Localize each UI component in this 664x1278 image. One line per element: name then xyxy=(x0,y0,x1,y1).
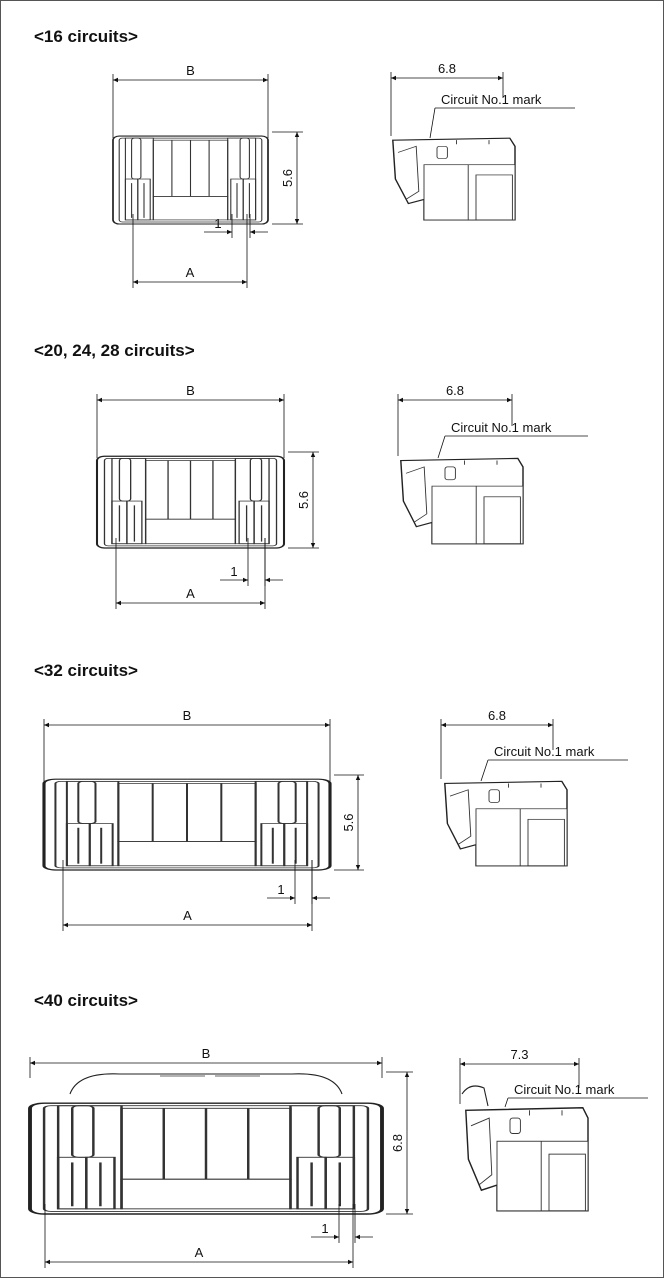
dimension-arrowhead xyxy=(507,397,512,403)
leader-line xyxy=(480,759,489,782)
dimension-a-label: A xyxy=(183,908,192,923)
dimension-arrowhead xyxy=(30,1060,35,1066)
dimension-arrowhead xyxy=(63,922,68,928)
dimension-arrowhead xyxy=(391,75,396,81)
dimension-arrowhead xyxy=(377,1060,382,1066)
side-view xyxy=(444,780,568,867)
section-title: <16 circuits> xyxy=(34,27,138,46)
leader-line xyxy=(437,435,446,459)
dimension-arrowhead xyxy=(310,452,316,457)
dimension-arrowhead xyxy=(227,229,232,235)
side-view xyxy=(400,457,524,545)
dimension-arrowhead xyxy=(265,577,270,583)
dimension-height-label: 5.6 xyxy=(280,169,295,187)
side-view xyxy=(465,1107,589,1212)
dimension-arrowhead xyxy=(355,865,361,870)
dimension-arrowhead xyxy=(355,1234,360,1240)
dimension-side-width-label: 6.8 xyxy=(438,61,456,76)
dimension-arrowhead xyxy=(348,1259,353,1265)
circuit-no1-mark-label: Circuit No.1 mark xyxy=(441,92,542,107)
dimension-b-label: B xyxy=(202,1046,211,1061)
dimension-arrowhead xyxy=(116,600,121,606)
dimension-arrowhead xyxy=(133,279,138,285)
dimension-a-label: A xyxy=(186,265,195,280)
dimension-arrowhead xyxy=(250,229,255,235)
section-title: <32 circuits> xyxy=(34,661,138,680)
dimension-pitch-label: 1 xyxy=(277,882,284,897)
dimension-arrowhead xyxy=(290,895,295,901)
leader-line xyxy=(429,107,436,139)
dimension-arrowhead xyxy=(242,279,247,285)
dimension-arrowhead xyxy=(310,543,316,548)
dimension-arrowhead xyxy=(398,397,403,403)
dimension-arrowhead xyxy=(97,397,102,403)
front-view xyxy=(42,777,332,872)
dimension-arrowhead xyxy=(263,77,268,83)
section-title: <20, 24, 28 circuits> xyxy=(34,341,195,360)
dimension-arrowhead xyxy=(404,1072,410,1077)
dimension-pitch-label: 1 xyxy=(321,1221,328,1236)
dimension-arrowhead xyxy=(243,577,248,583)
dimension-b-label: B xyxy=(186,383,195,398)
dimension-side-width-label: 6.8 xyxy=(446,383,464,398)
side-view xyxy=(392,137,516,221)
dimension-arrowhead xyxy=(294,219,300,224)
dimension-arrowhead xyxy=(498,75,503,81)
dimension-arrowhead xyxy=(260,600,265,606)
dimension-pitch-label: 1 xyxy=(230,564,237,579)
dimension-height-label: 5.6 xyxy=(296,491,311,509)
dimension-arrowhead xyxy=(574,1061,579,1067)
dimension-a-label: A xyxy=(186,586,195,601)
dimension-arrowhead xyxy=(325,722,330,728)
dimension-height-label: 5.6 xyxy=(341,813,356,831)
top-cover xyxy=(69,1073,343,1095)
dimension-side-width-label: 7.3 xyxy=(510,1047,528,1062)
front-view xyxy=(95,455,286,550)
front-view xyxy=(28,1101,384,1216)
front-view xyxy=(112,135,269,225)
section-title: <40 circuits> xyxy=(34,991,138,1010)
dimension-arrowhead xyxy=(404,1209,410,1214)
dimension-arrowhead xyxy=(312,895,317,901)
dimension-b-label: B xyxy=(183,708,192,723)
dimension-arrowhead xyxy=(334,1234,339,1240)
dimension-arrowhead xyxy=(548,722,553,728)
circuit-no1-mark-label: Circuit No.1 mark xyxy=(451,420,552,435)
dimension-b-label: B xyxy=(186,63,195,78)
leader-line xyxy=(504,1097,509,1108)
dimension-arrowhead xyxy=(279,397,284,403)
dimension-arrowhead xyxy=(113,77,118,83)
dimension-pitch-label: 1 xyxy=(214,216,221,231)
side-cover xyxy=(461,1085,489,1107)
dimension-a-label: A xyxy=(195,1245,204,1260)
dimension-arrowhead xyxy=(460,1061,465,1067)
circuit-no1-mark-label: Circuit No.1 mark xyxy=(494,744,595,759)
dimension-arrowhead xyxy=(441,722,446,728)
dimension-height-label: 6.8 xyxy=(390,1134,405,1152)
dimension-arrowhead xyxy=(307,922,312,928)
circuit-no1-mark-label: Circuit No.1 mark xyxy=(514,1082,615,1097)
dimension-arrowhead xyxy=(45,1259,50,1265)
dimension-arrowhead xyxy=(44,722,49,728)
dimension-arrowhead xyxy=(355,775,361,780)
dimension-side-width-label: 6.8 xyxy=(488,708,506,723)
dimension-arrowhead xyxy=(294,132,300,137)
